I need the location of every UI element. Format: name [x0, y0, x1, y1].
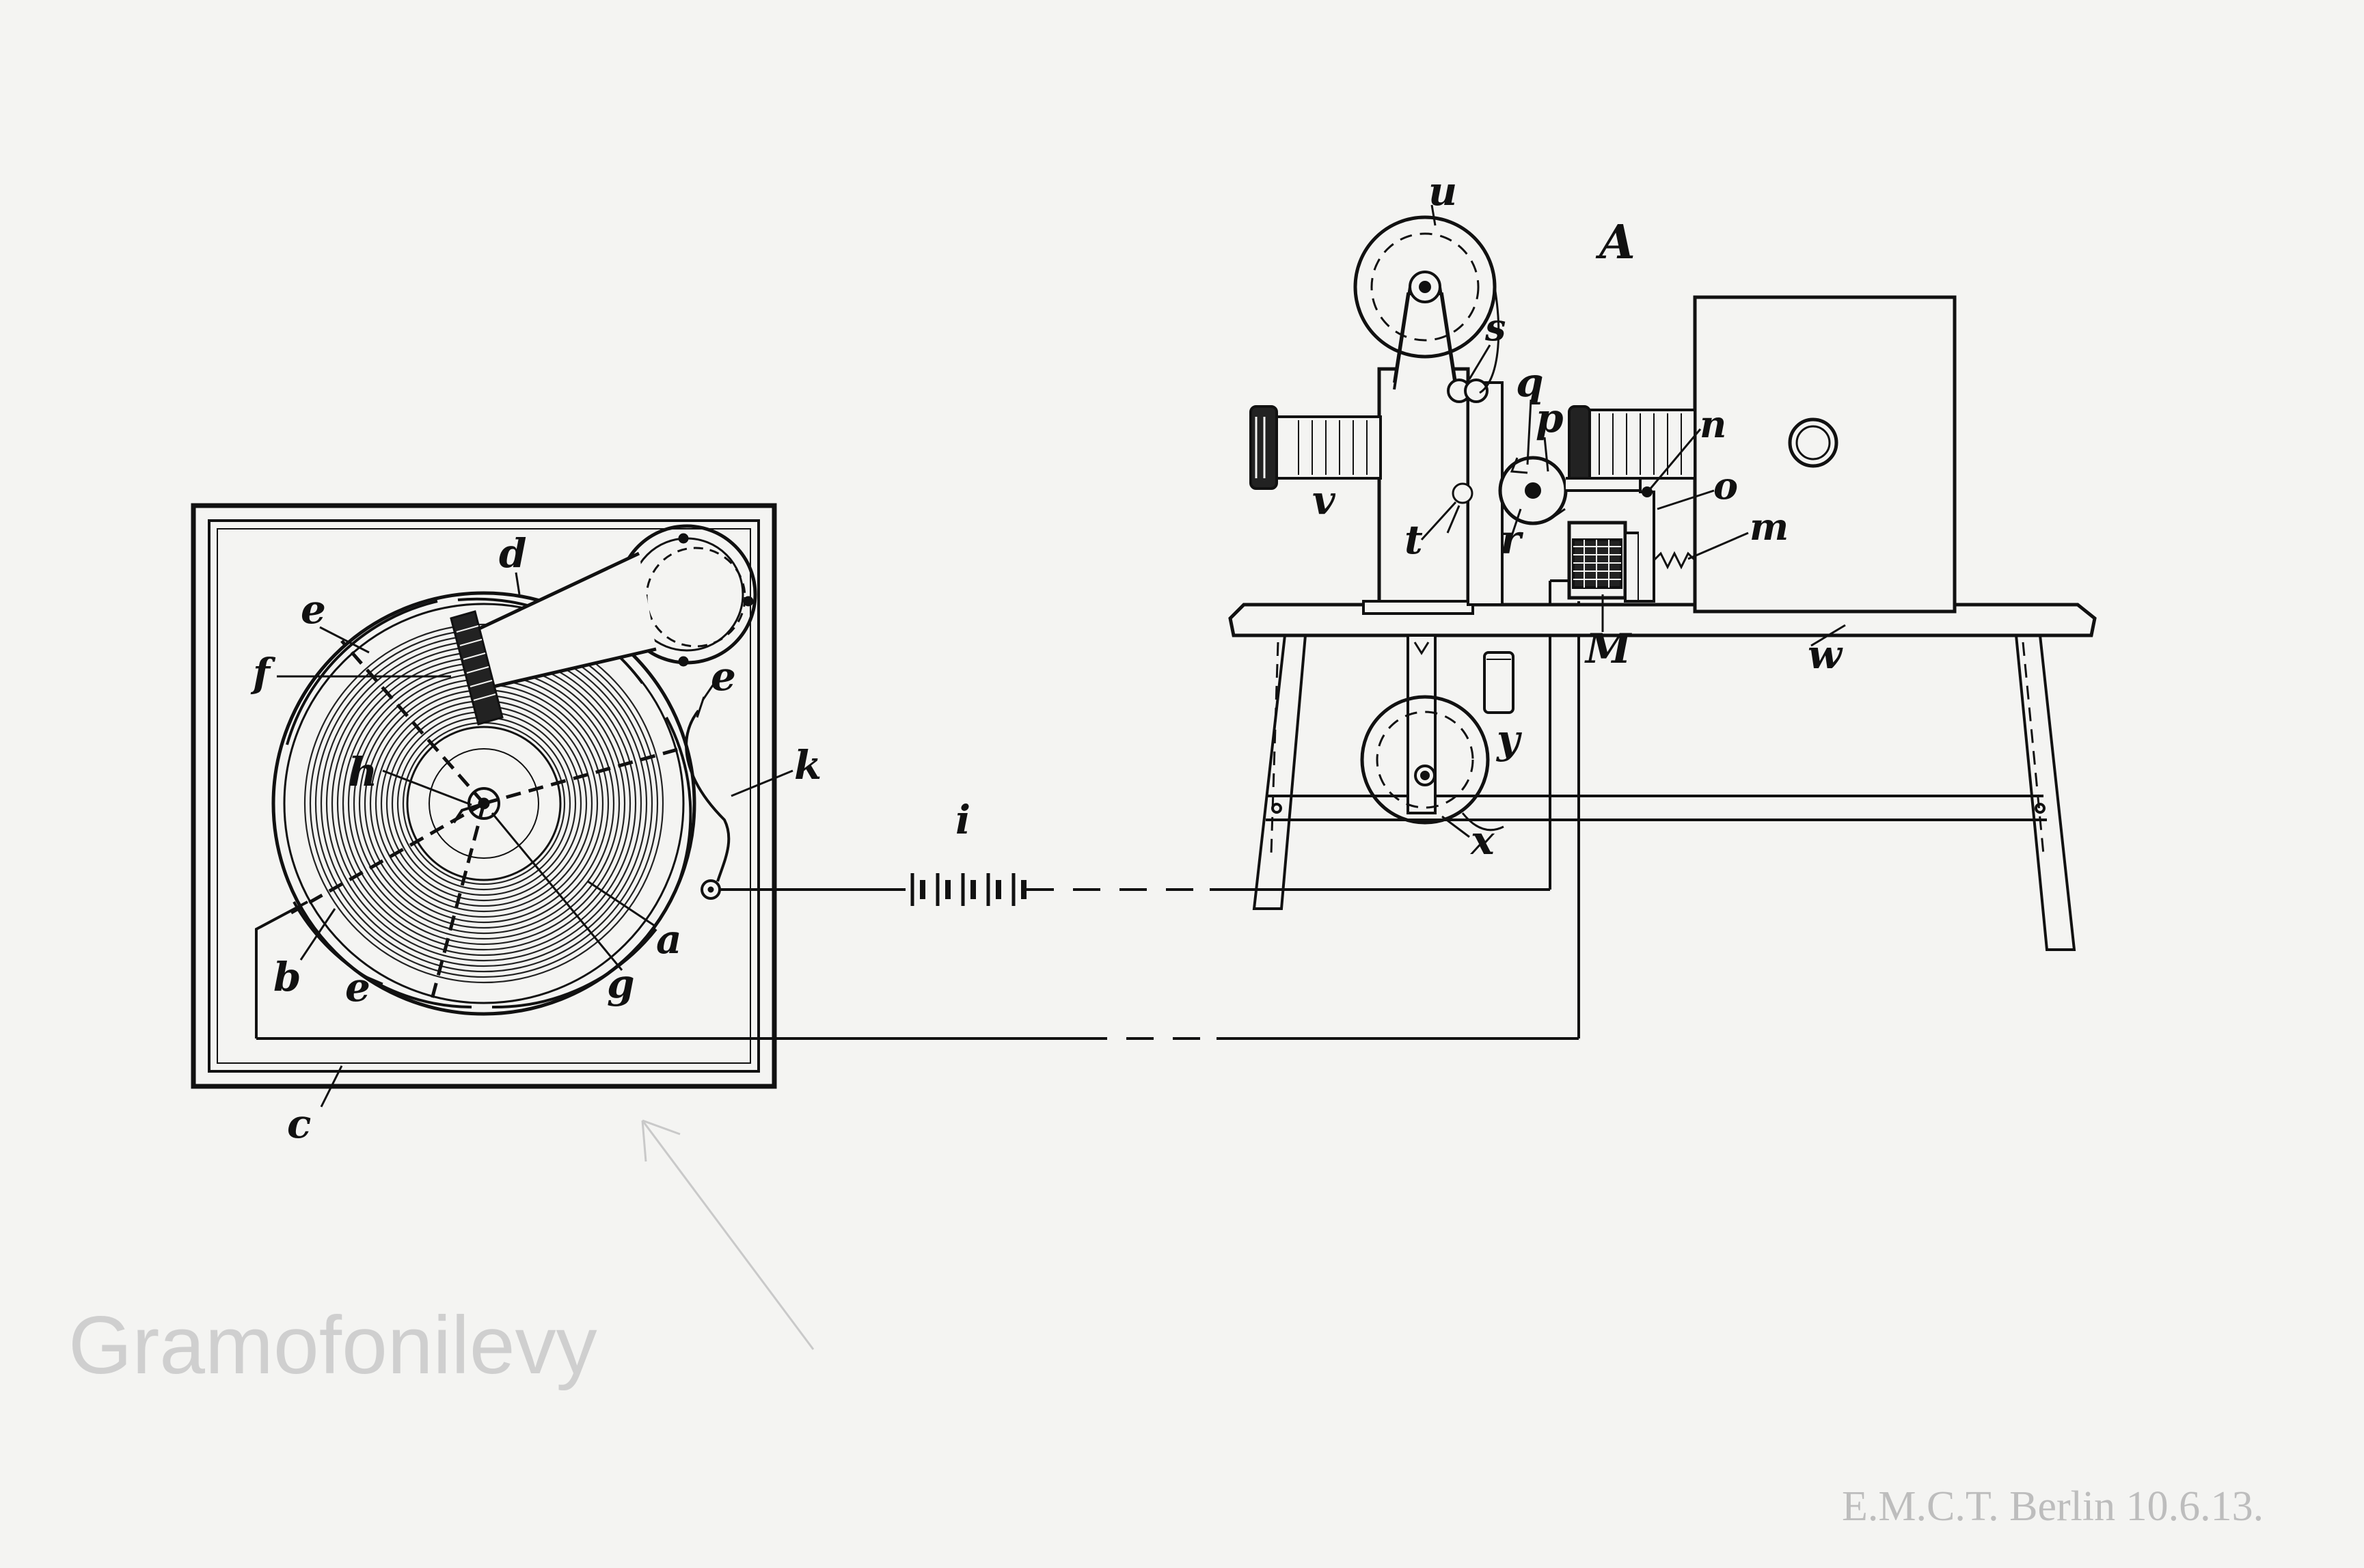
label-e-bottom: e	[345, 964, 370, 1010]
turntable-rim	[271, 591, 696, 1016]
label-x: x	[1469, 817, 1495, 864]
contact-segment-3	[665, 717, 692, 889]
table-top-w	[1228, 603, 2097, 637]
label-ring	[429, 748, 539, 859]
contact-segment-1	[286, 600, 438, 745]
leader-lines	[277, 204, 1846, 1108]
reference-letters: A a b c d e e e f g h i k m M n o p q r …	[250, 168, 1843, 1147]
label-r: r	[1500, 517, 1524, 563]
label-A: A	[1595, 215, 1635, 270]
armature-o	[1639, 491, 1655, 603]
gramophone-assembly	[191, 503, 777, 1089]
table-leg-front-left	[1252, 635, 1307, 910]
film-upper	[1479, 286, 1500, 394]
record-grooves	[303, 623, 664, 984]
pencil-note: Gramofonilevy	[68, 1299, 597, 1391]
label-v: v	[1312, 477, 1336, 523]
label-k: k	[794, 742, 821, 788]
label-c: c	[287, 1101, 311, 1147]
label-o: o	[1713, 464, 1738, 508]
table-leg-front-right	[2015, 635, 2076, 951]
electric-circuit	[256, 579, 1580, 1040]
label-m: m	[1750, 505, 1789, 549]
label-b: b	[273, 954, 301, 1000]
label-n: n	[1700, 402, 1726, 446]
lever-p	[1566, 477, 1642, 492]
cabinet-outer-frame	[191, 503, 777, 1089]
label-q: q	[1516, 359, 1544, 406]
label-d: d	[499, 530, 527, 577]
label-s: s	[1484, 305, 1506, 349]
label-e-top: e	[301, 586, 326, 633]
contact-segment-4	[491, 928, 657, 1009]
magnet-pole	[1624, 532, 1640, 603]
projector-assembly	[1228, 215, 2097, 951]
cabinet-inner-bevel	[217, 528, 751, 1064]
base-plate-edge-b	[255, 900, 308, 1039]
lower-reel-x	[1360, 695, 1490, 825]
contact-spring-k	[685, 709, 731, 882]
pivot-n	[1642, 486, 1653, 497]
lower-reel-arm	[1407, 634, 1437, 814]
battery-icon	[910, 873, 1027, 906]
pencil-arrow-icon	[641, 1119, 815, 1350]
label-a: a	[656, 916, 682, 963]
segment-divider-lines	[290, 639, 681, 1005]
cabinet-inner-frame	[208, 519, 760, 1073]
lamp-house-port	[1788, 417, 1838, 468]
label-h: h	[349, 749, 377, 795]
tone-arm-d	[450, 524, 757, 726]
label-e-right: e	[711, 653, 736, 700]
spring-m	[1653, 551, 1696, 570]
label-u: u	[1428, 168, 1457, 215]
label-p: p	[1536, 395, 1564, 441]
label-y: y	[1495, 716, 1523, 762]
pin-t	[1452, 482, 1473, 504]
label-i: i	[955, 797, 970, 843]
condenser-ring	[1568, 405, 1591, 483]
turntable-inner-rim	[283, 603, 685, 1004]
label-w: w	[1808, 631, 1843, 678]
film-gate-bar	[1467, 381, 1504, 606]
counterweight-y	[1483, 651, 1514, 714]
label-t: t	[1404, 517, 1423, 563]
label-M: M	[1584, 625, 1632, 673]
archive-stamp: E.M.C.T. Berlin 10.6.13.	[1842, 1483, 2264, 1530]
